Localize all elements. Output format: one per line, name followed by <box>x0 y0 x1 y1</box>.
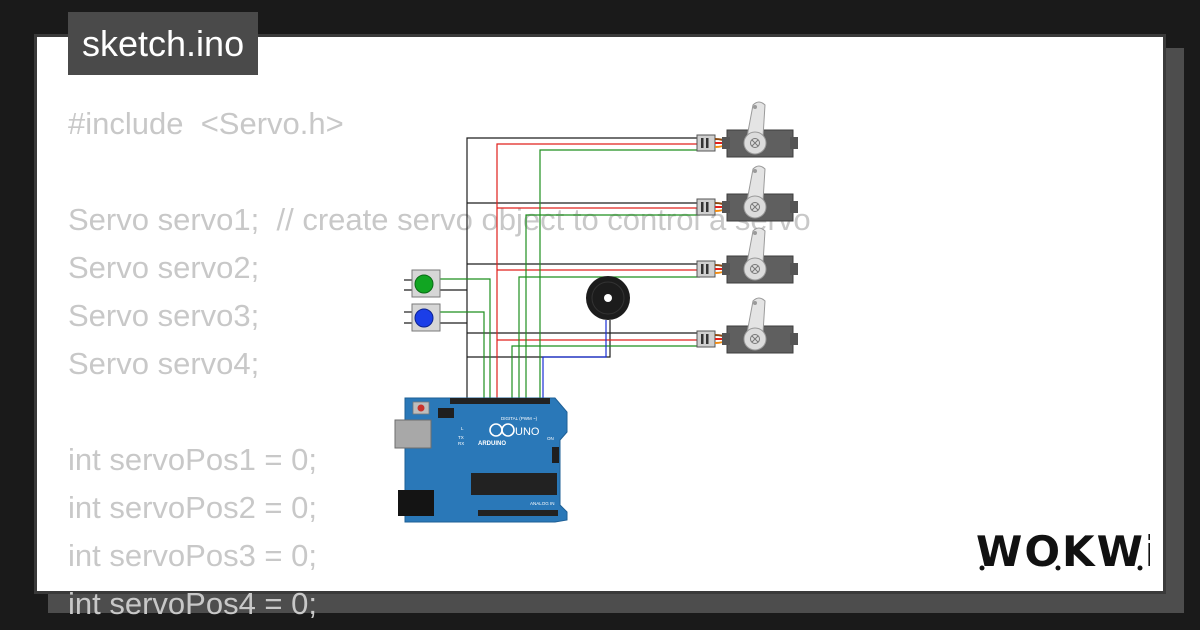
servo-3[interactable] <box>696 227 799 284</box>
led-label-rx: RX <box>458 441 464 446</box>
led-label-l: L <box>461 426 464 431</box>
icsp2-header <box>552 447 559 463</box>
digital-pins-label: DIGITAL (PWM ~) <box>501 416 538 421</box>
code-line: int servoPos3 = 0; <box>68 538 317 573</box>
sketch-file-tab[interactable]: sketch.ino <box>68 12 259 75</box>
arduino-uno-board[interactable]: ARDUINO UNO DIGITAL (PWM ~) ANALOG IN L … <box>394 397 568 523</box>
servo-2[interactable] <box>696 165 799 222</box>
wokwi-logo-text: WOKWi <box>976 527 1150 576</box>
led-label-on: ON <box>547 436 554 441</box>
code-line: int servoPos4 = 0; <box>68 586 317 621</box>
blue-pushbutton[interactable] <box>411 303 441 332</box>
green-pushbutton[interactable] <box>411 269 441 298</box>
power-analog-header <box>478 510 558 516</box>
reset-icon <box>417 404 425 412</box>
wokwi-logo: WOKWi <box>976 527 1150 576</box>
digital-header <box>450 398 550 404</box>
icsp-header <box>438 408 454 418</box>
atmega-chip <box>471 473 557 495</box>
code-line: Servo servo3; <box>68 298 260 333</box>
piezo-buzzer[interactable] <box>586 276 630 320</box>
servo-1[interactable] <box>696 101 799 158</box>
code-line: int servoPos1 = 0; <box>68 442 317 477</box>
code-line: Servo servo4; <box>68 346 260 381</box>
code-line: int servoPos2 = 0; <box>68 490 317 525</box>
wires <box>404 137 700 495</box>
power-jack <box>398 490 434 516</box>
analog-pins-label: ANALOG IN <box>530 501 555 506</box>
code-line: #include <Servo.h> <box>68 106 344 141</box>
code-line: Servo servo2; <box>68 250 260 285</box>
led-label-tx: TX <box>458 435 464 440</box>
arduino-brand-label: ARDUINO <box>478 441 506 447</box>
arduino-model-label: UNO <box>515 426 540 438</box>
servo-4[interactable] <box>696 297 799 354</box>
usb-connector <box>394 419 432 449</box>
